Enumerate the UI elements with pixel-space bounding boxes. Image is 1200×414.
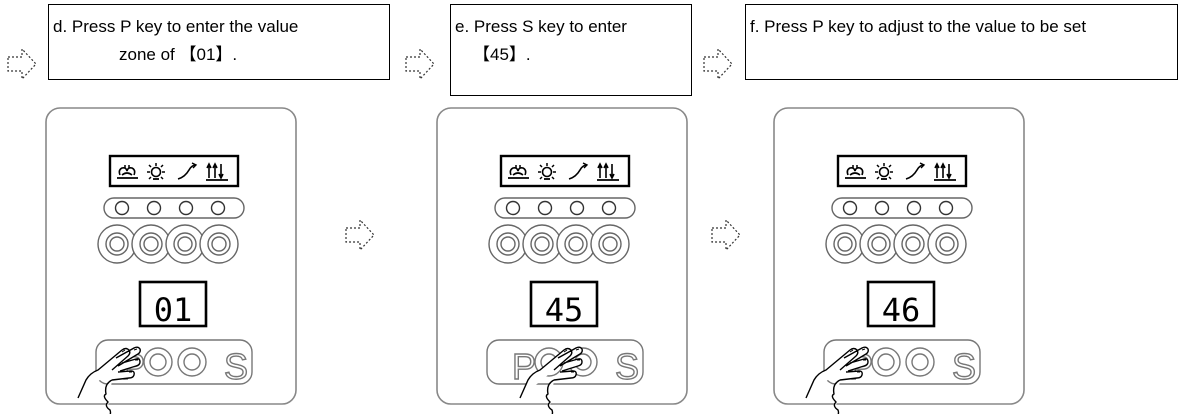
step-d-caption-line1: d. Press P key to enter the value <box>53 17 299 36</box>
step-e-caption-line1: e. Press S key to enter <box>455 17 627 36</box>
s-key-label[interactable]: S <box>951 345 976 387</box>
flow-arrow-icon <box>405 48 435 80</box>
step-f-caption: f. Press P key to adjust to the value to… <box>745 4 1178 80</box>
control-panel-step-d: 01 P S <box>46 108 296 414</box>
lcd-display-value: 45 <box>545 291 584 329</box>
flow-arrow-icon <box>711 219 741 251</box>
flow-arrow-icon <box>345 219 375 251</box>
s-key-label[interactable]: S <box>223 345 248 387</box>
step-f-caption-line1: f. Press P key to adjust to the value to… <box>750 17 1087 36</box>
lcd-display-value: 46 <box>882 291 921 329</box>
step-d-caption: d. Press P key to enter the value zone o… <box>48 4 390 80</box>
s-key-label[interactable]: S <box>614 345 639 387</box>
lcd-display-value: 01 <box>154 291 193 329</box>
step-d-caption-line2: zone of 【01】. <box>119 45 238 64</box>
control-panel-step-f: 46 P S <box>774 108 1024 414</box>
flow-arrow-icon <box>7 48 37 80</box>
flow-arrow-icon <box>703 48 733 80</box>
step-e-caption-line2: 【45】. <box>473 45 531 64</box>
step-e-caption: e. Press S key to enter 【45】. <box>450 4 692 96</box>
control-panel-step-e: 45 P S <box>437 108 687 414</box>
